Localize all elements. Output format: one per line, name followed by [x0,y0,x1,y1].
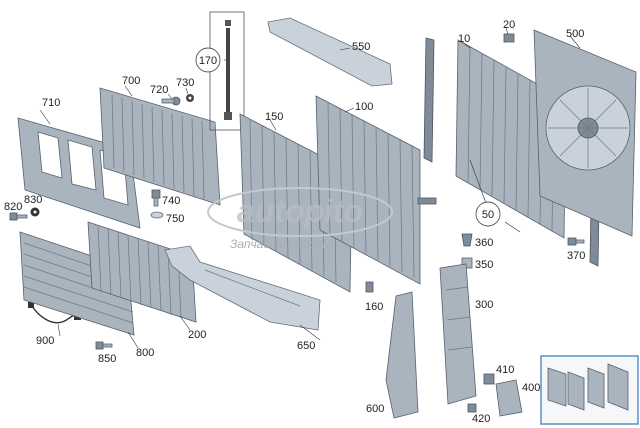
label-730: 730 [176,77,194,89]
label-500: 500 [566,28,584,40]
part-700-shutter-frame [99,87,221,206]
label-850: 850 [98,353,116,365]
part-20-cap [503,33,515,43]
part-350-clip [461,257,473,269]
label-150: 150 [265,111,283,123]
watermark-brand: autopito [237,193,363,229]
part-170-hose [209,11,245,131]
label-600: 600 [366,403,384,415]
label-700: 700 [122,75,140,87]
part-650-air-guide [164,245,321,331]
part-420-clip [467,403,477,413]
part-500-fan-shroud [533,29,637,237]
label-160: 160 [365,301,383,313]
part-600-side-bracket [385,291,419,419]
part-830-washer [30,207,40,217]
part-730-washer [186,94,194,102]
part-200-lower-shutter [87,221,197,323]
part-360-mount [461,233,473,247]
callout-circle-50 [475,201,501,227]
label-370: 370 [567,250,585,262]
part-400-bracket [495,379,523,417]
label-550: 550 [352,41,370,53]
part-10-side-tank-left [423,37,435,163]
label-50: 50 [482,209,494,221]
watermark-tagline: Запчасти найдены [230,237,338,251]
overview-thumbnail[interactable] [540,355,639,425]
label-100: 100 [355,101,373,113]
part-370-bolt [567,237,585,246]
label-900: 900 [36,335,54,347]
watermark: autopito Запчасти найдены [207,187,393,251]
label-400: 400 [522,382,540,394]
label-720: 720 [150,84,168,96]
callout-circle-170 [195,47,221,73]
part-300-side-bracket [439,263,477,405]
part-550-top-cover [267,17,393,87]
part-850-bolt [95,341,113,350]
part-750-clip [150,211,164,219]
part-100-radiator [315,95,437,285]
part-number-labels: 710 700 720 730 170 550 150 100 10 20 50… [4,19,585,425]
label-750: 750 [166,213,184,225]
part-720-bolt [161,96,181,106]
label-170: 170 [199,55,217,67]
label-800: 800 [136,347,154,359]
label-820: 820 [4,201,22,213]
label-200: 200 [188,329,206,341]
label-360: 360 [475,237,493,249]
label-410: 410 [496,364,514,376]
label-20: 20 [503,19,515,31]
label-420: 420 [472,413,490,425]
label-350: 350 [475,259,493,271]
part-820-bolt [9,212,28,221]
part-740-bolt [151,189,161,207]
label-830: 830 [24,194,42,206]
label-740: 740 [162,195,180,207]
label-710: 710 [42,97,60,109]
label-650: 650 [297,340,315,352]
label-10: 10 [458,33,470,45]
label-300: 300 [475,299,493,311]
part-160-fitting [365,281,374,293]
part-410-fitting [483,373,495,385]
